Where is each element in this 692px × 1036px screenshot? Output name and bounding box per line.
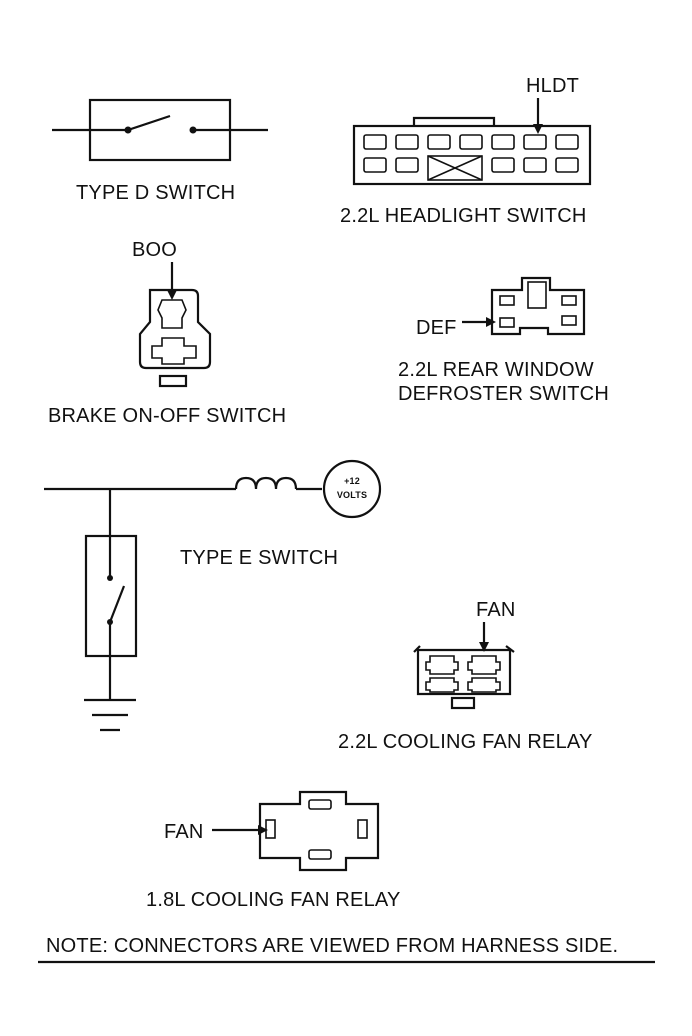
- cooling-fan-relay-18-caption: 1.8L COOLING FAN RELAY: [146, 889, 401, 911]
- boo-pin-label: BOO: [132, 239, 177, 261]
- headlight-switch-connector: HLDT 2.2L HEADLIGHT SWITCH: [340, 75, 592, 227]
- headlight-switch-caption: 2.2L HEADLIGHT SWITCH: [340, 205, 586, 227]
- defroster-caption-line2: DEFROSTER SWITCH: [398, 383, 609, 405]
- type-d-switch: TYPE D SWITCH: [52, 98, 268, 204]
- cooling-fan-relay-22-connector: FAN 2.2L COOLING FAN RELAY: [338, 599, 593, 753]
- type-e-switch: +12 VOLTS TYPE E SWITCH: [44, 459, 382, 732]
- hldt-pin-label: HLDT: [526, 75, 579, 97]
- defroster-caption-line1: 2.2L REAR WINDOW: [398, 359, 594, 381]
- defroster-switch-connector: DEF 2.2L REAR WINDOW DEFROSTER SWITCH: [398, 276, 609, 405]
- cooling-fan-relay-18-connector: FAN 1.8L COOLING FAN RELAY: [146, 790, 401, 911]
- type-e-switch-caption: TYPE E SWITCH: [180, 547, 338, 569]
- def-pin-label: DEF: [416, 317, 457, 339]
- type-d-switch-caption: TYPE D SWITCH: [76, 182, 235, 204]
- voltage-source-line1: +12: [344, 476, 360, 486]
- brake-switch-connector: BOO BRAKE ON-OFF SWITCH: [48, 239, 286, 427]
- harness-side-note: NOTE: CONNECTORS ARE VIEWED FROM HARNESS…: [46, 935, 618, 957]
- voltage-source-line2: VOLTS: [337, 490, 367, 500]
- fan-pin-label-18: FAN: [164, 821, 204, 843]
- cooling-fan-relay-22-caption: 2.2L COOLING FAN RELAY: [338, 731, 593, 753]
- fan-pin-label-22: FAN: [476, 599, 516, 621]
- brake-switch-caption: BRAKE ON-OFF SWITCH: [48, 405, 286, 427]
